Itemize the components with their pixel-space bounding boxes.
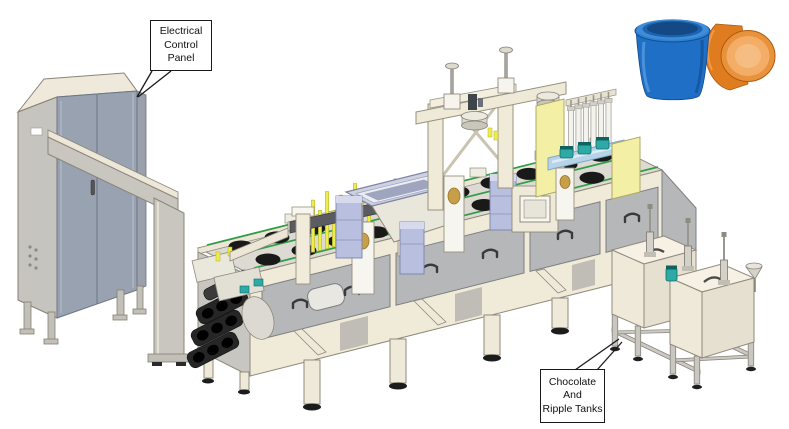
cable-duct-arch	[47, 129, 191, 366]
leader-lines	[136, 70, 623, 371]
filling-machine	[186, 46, 697, 411]
callout-line: And	[563, 389, 582, 402]
callout-line: Ripple Tanks	[542, 402, 603, 415]
door-handle	[90, 179, 95, 196]
brand-medallion	[447, 187, 461, 205]
blue-tub	[634, 19, 711, 101]
tank-pump	[665, 267, 678, 282]
chocolate-ripple-tanks	[610, 204, 763, 390]
main-tower	[415, 46, 567, 253]
tank	[668, 263, 756, 359]
electrical-cabinet	[16, 72, 147, 345]
callout-line: Electrical	[159, 25, 203, 38]
cabinet-vents	[28, 245, 38, 270]
tank-agitators	[644, 204, 730, 285]
yellow-panel	[611, 136, 641, 200]
callout-line: Panel	[167, 52, 195, 65]
pneumatic-cylinder	[443, 46, 515, 110]
base-braces	[293, 259, 595, 356]
callout-electrical-control-panel: Electrical Control Panel	[150, 20, 212, 71]
infeed-station	[191, 246, 265, 302]
sensor-box	[468, 94, 477, 110]
brand-medallion	[559, 175, 571, 189]
callout-chocolate-ripple-tanks: Chocolate And Ripple Tanks	[540, 369, 605, 423]
cabinet-legs	[19, 285, 147, 345]
lid-station	[535, 88, 641, 221]
leader-electrical	[136, 70, 153, 98]
teal-pumps	[559, 137, 610, 159]
leader-tanks	[574, 338, 620, 371]
support-post	[443, 175, 465, 253]
orange-tub	[704, 23, 776, 91]
callout-line: Chocolate	[548, 375, 597, 388]
tank-funnel	[745, 262, 763, 292]
callout-line: Control	[164, 38, 198, 51]
panel-window	[307, 283, 345, 311]
product-tubs	[634, 19, 776, 101]
